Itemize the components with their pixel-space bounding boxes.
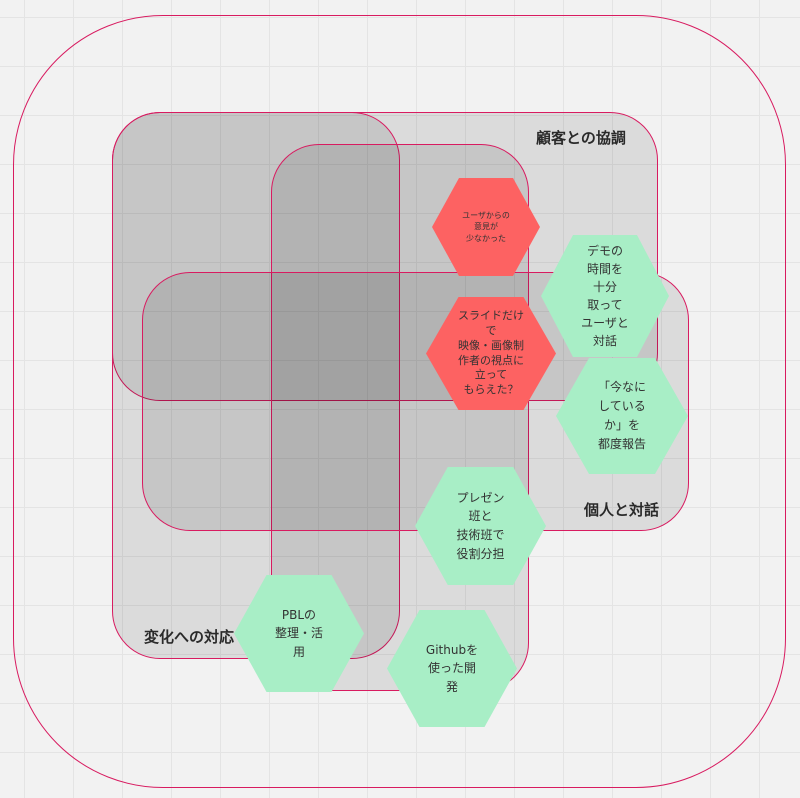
region-responding-to-change[interactable] <box>112 112 400 659</box>
sticky-text: スライドだけ で 映像・画像制 作者の視点に 立って もらえた？ <box>458 308 524 397</box>
sticky-report-progress[interactable]: 「今なに している か」を 都度報告 <box>556 358 688 474</box>
sticky-text: PBLの 整理・活 用 <box>274 607 323 659</box>
label-responding-to-change: 変化への対応 <box>144 628 235 646</box>
outer-frame <box>13 15 786 788</box>
sticky-text: Githubを 使った開 発 <box>425 642 479 694</box>
label-individuals-interactions: 個人と対話 <box>584 501 660 519</box>
sticky-text: デモの 時間を 十分 取って ユーザと 対話 <box>581 244 629 348</box>
sticky-text: ユーザからの 意見が 少なかった <box>462 210 510 243</box>
label-customer-collaboration: 顧客との協調 <box>536 129 626 147</box>
sticky-text: プレゼン 班と 技術班で 役割分担 <box>456 490 505 561</box>
sticky-text: 「今なに している か」を 都度報告 <box>597 379 646 452</box>
